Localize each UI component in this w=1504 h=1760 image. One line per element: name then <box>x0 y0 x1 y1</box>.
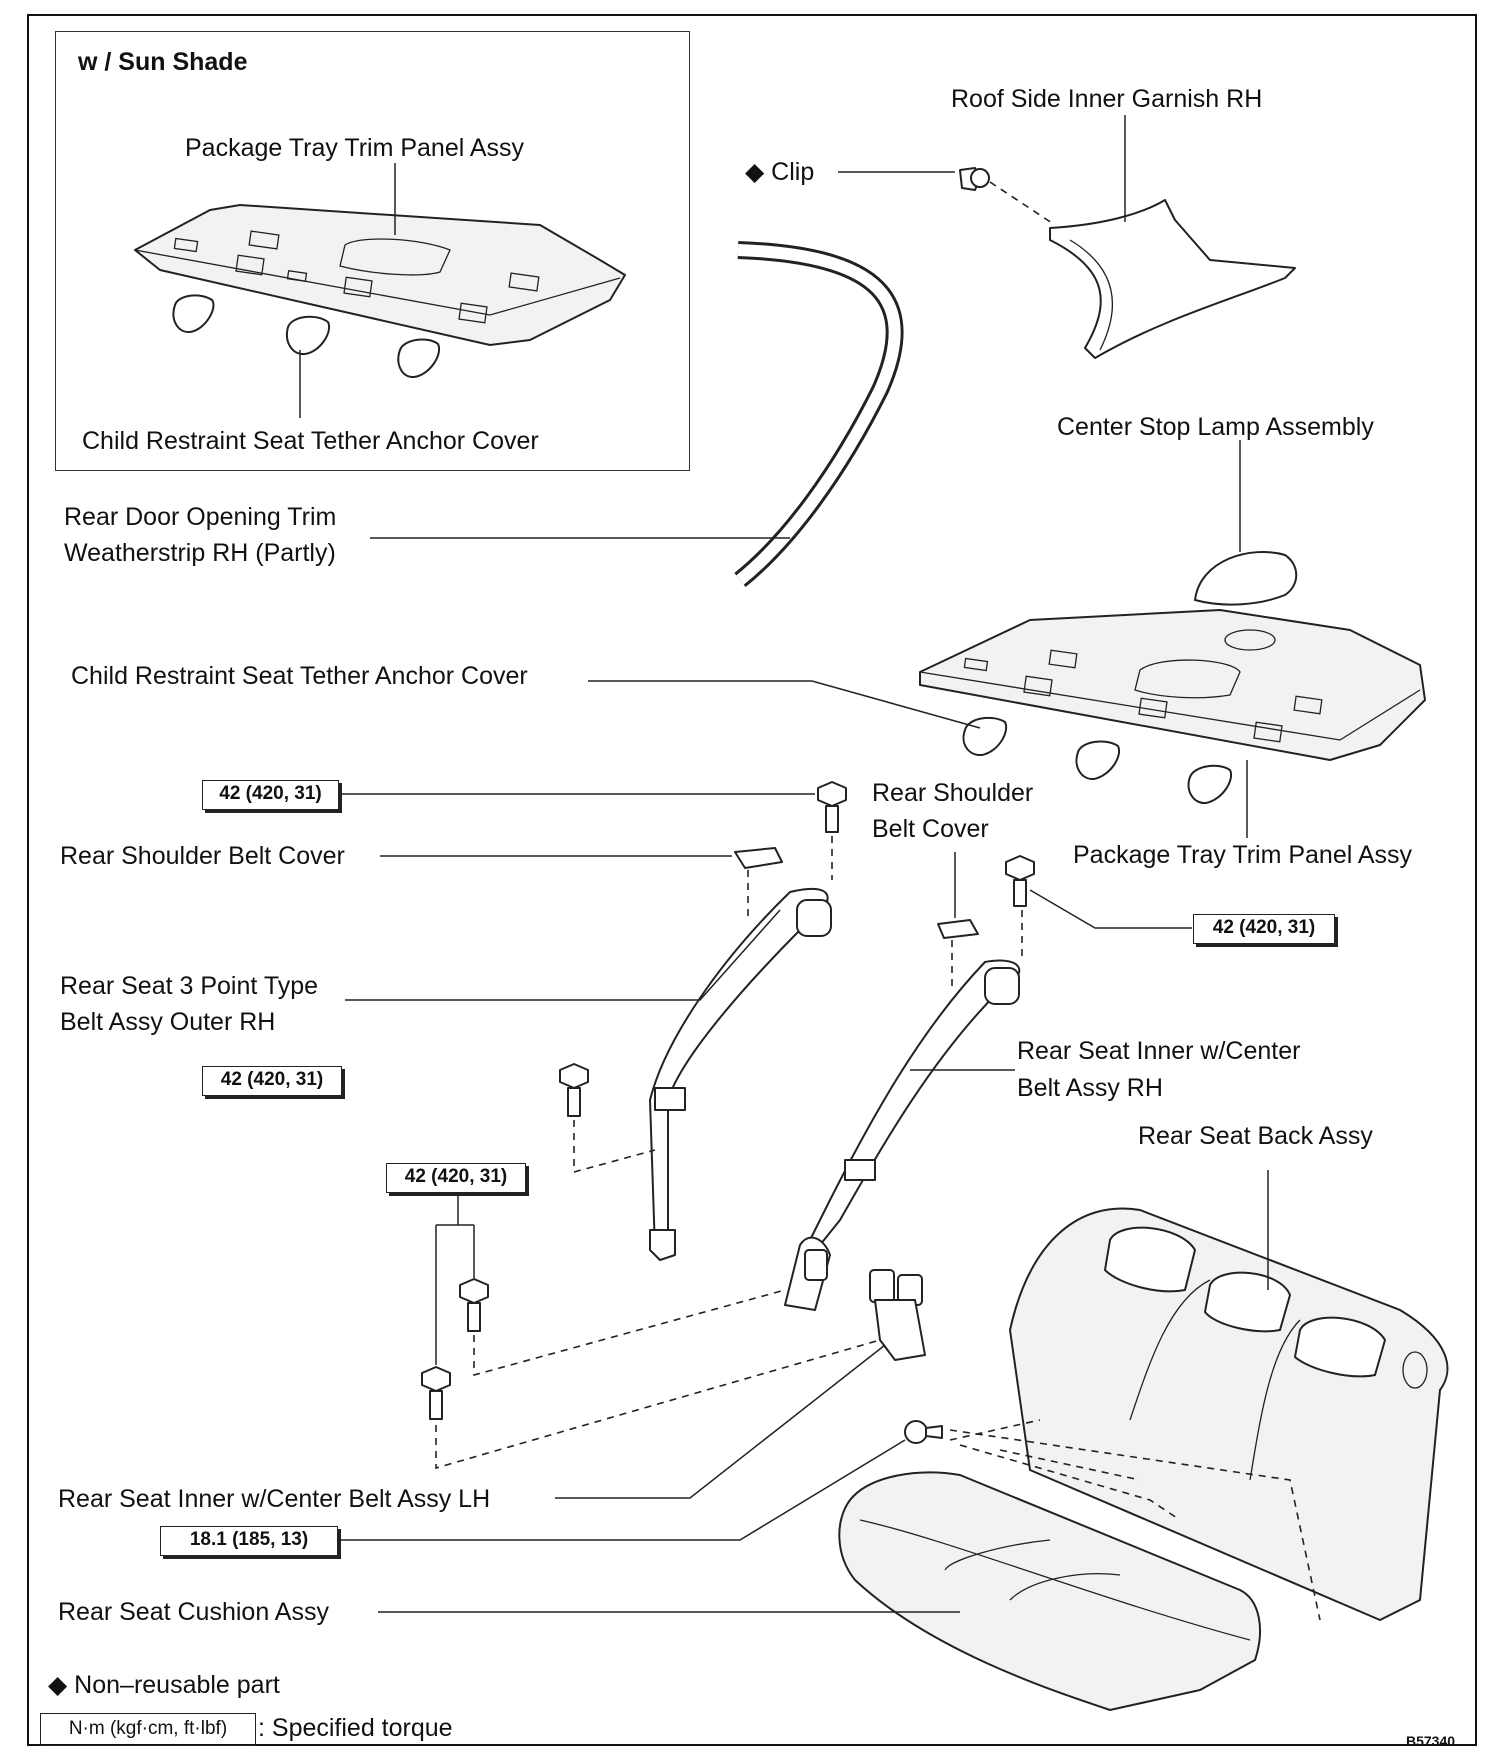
legend-torque-unit-box: N·m (kgf·cm, ft·lbf) <box>40 1713 256 1746</box>
torque-box-3: 42 (420, 31) <box>202 1066 342 1096</box>
weatherstrip-part <box>734 241 904 588</box>
legend-torque-desc: : Specified torque <box>258 1714 453 1742</box>
legend-non-reusable: ◆ Non–reusable part <box>48 1671 280 1699</box>
bolt-lower-a <box>459 1278 489 1332</box>
clip-part <box>959 167 990 191</box>
bolt-seat <box>904 1420 943 1444</box>
outer-belt-label-line1: Rear Seat 3 Point Type <box>60 972 319 1000</box>
inner-belt-rh-label-line2: Belt Assy RH <box>1017 1074 1163 1102</box>
shoulder-cover-left-label: Rear Shoulder Belt Cover <box>60 842 345 870</box>
package-tray-part <box>919 609 1426 761</box>
torque-box-5: 18.1 (185, 13) <box>160 1526 338 1556</box>
inset-title: w / Sun Shade <box>78 48 248 76</box>
inset-anchor-covers <box>172 294 441 379</box>
legend-torque-unit: N·m (kgf·cm, ft·lbf) <box>68 1718 228 1739</box>
torque-box-4: 42 (420, 31) <box>386 1163 526 1193</box>
clip-label: ◆ Clip <box>745 158 815 186</box>
package-tray-label: Package Tray Trim Panel Assy <box>1073 841 1413 869</box>
inset-package-tray-label: Package Tray Trim Panel Assy <box>185 134 525 162</box>
bolt-top-left <box>817 781 847 833</box>
inset-package-tray <box>134 204 626 346</box>
anchor-cover-label: Child Restraint Seat Tether Anchor Cover <box>71 662 528 690</box>
outer-belt-part <box>649 887 832 1261</box>
bolt-top-right <box>1005 855 1035 907</box>
sun-shade-inset <box>55 31 690 471</box>
shoulder-cover-right-label-line1: Rear Shoulder <box>872 779 1034 807</box>
inner-belt-rh-label-line1: Rear Seat Inner w/Center <box>1017 1037 1301 1065</box>
figure-code: B57340 <box>1406 1733 1456 1749</box>
inner-belt-rh-part <box>784 959 1021 1311</box>
bolt-mid-left <box>559 1063 589 1117</box>
bolt-lower-b <box>421 1366 451 1420</box>
anchor-covers-part <box>962 716 1233 805</box>
diagram-frame <box>27 14 1477 1746</box>
center-stop-lamp-label: Center Stop Lamp Assembly <box>1057 413 1374 441</box>
shoulder-cover-right-part <box>937 919 979 939</box>
torque-box-1: 42 (420, 31) <box>202 780 339 810</box>
seat-cushion-part <box>838 1471 1261 1711</box>
inner-belt-lh-part <box>869 1269 926 1361</box>
shoulder-cover-left-part <box>734 847 783 869</box>
inset-anchor-cover-label: Child Restraint Seat Tether Anchor Cover <box>82 427 539 455</box>
center-stop-lamp-part <box>1194 551 1298 606</box>
seat-cushion-label: Rear Seat Cushion Assy <box>58 1598 329 1626</box>
inner-belt-lh-label: Rear Seat Inner w/Center Belt Assy LH <box>58 1485 491 1513</box>
seat-back-label: Rear Seat Back Assy <box>1138 1122 1373 1150</box>
outer-belt-label-line2: Belt Assy Outer RH <box>60 1008 276 1036</box>
torque-box-2: 42 (420, 31) <box>1193 914 1335 944</box>
roof-side-garnish-part <box>1049 199 1296 359</box>
weatherstrip-label-line2: Weatherstrip RH (Partly) <box>64 539 336 567</box>
weatherstrip-label-line1: Rear Door Opening Trim <box>64 503 337 531</box>
shoulder-cover-right-label-line2: Belt Cover <box>872 815 989 843</box>
roof-side-garnish-label: Roof Side Inner Garnish RH <box>951 85 1263 113</box>
